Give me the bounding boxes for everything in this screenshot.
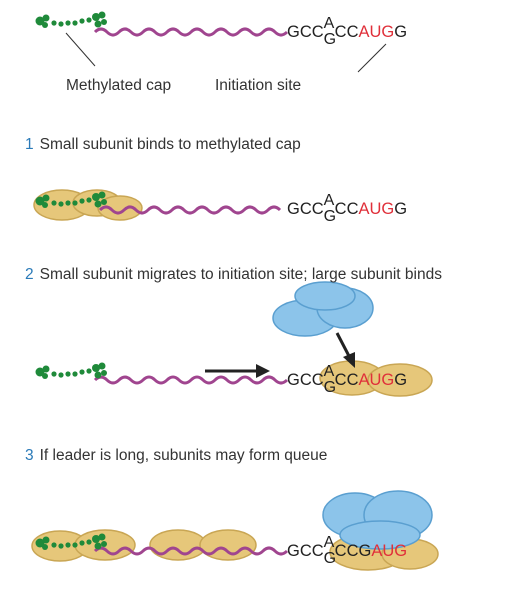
sequence-suffix: G <box>394 200 408 218</box>
sequence-prefix: GCC <box>287 542 324 560</box>
sequence-variant-g: G <box>323 31 337 48</box>
migration-arrow <box>205 364 270 378</box>
step-1-number: 1 <box>25 136 34 153</box>
cap-pointer-line <box>65 32 96 67</box>
sequence-mid: CC <box>334 23 359 41</box>
sequence-mid: CC <box>334 371 359 389</box>
sequence-variant-a: A <box>323 15 335 32</box>
sequence-suffix: G <box>394 371 408 389</box>
small-subunit-step2 <box>319 360 433 397</box>
initiation-site-label: Initiation site <box>215 77 302 94</box>
sequence-variant-g: G <box>323 550 337 567</box>
sequence-variant-g: G <box>323 208 337 225</box>
step-2-text: Small subunit migrates to initiation sit… <box>39 266 442 283</box>
sequence-prefix: GCC <box>287 371 324 389</box>
sequence-variant-g: G <box>323 379 337 396</box>
step-3-number: 3 <box>25 447 34 464</box>
sequence-mid: CCG <box>334 542 372 560</box>
step-3-text: If leader is long, subunits may form que… <box>39 447 328 464</box>
mrna-strand-step1 <box>98 205 282 215</box>
step-1: 1 Small subunit binds to methylated cap <box>25 136 301 154</box>
start-codon: AUG <box>358 371 395 389</box>
start-codon: AUG <box>358 200 395 218</box>
cap-label: Methylated cap <box>66 77 172 94</box>
start-codon: AUG <box>371 542 408 560</box>
methylated-cap-top <box>35 11 107 28</box>
step-3: 3 If leader is long, subunits may form qu… <box>25 447 327 465</box>
sequence-prefix: GCC <box>287 23 324 41</box>
large-subunit-step2 <box>272 281 374 337</box>
mrna-strand-step2 <box>93 375 289 385</box>
step-2: 2 Small subunit migrates to initiation si… <box>25 266 442 284</box>
mrna-strand-top <box>93 27 289 37</box>
large-subunit-queue <box>322 490 433 550</box>
sequence-variant-a: A <box>323 192 335 209</box>
start-codon: AUG <box>358 23 395 41</box>
sequence-variant-a: A <box>323 534 335 551</box>
site-pointer-line <box>357 43 387 73</box>
sequence-variant-a: A <box>323 363 335 380</box>
methylated-cap-step2 <box>35 362 107 379</box>
step-2-number: 2 <box>25 266 34 283</box>
small-subunit-step1 <box>33 189 143 221</box>
small-subunit-queue-2 <box>149 529 257 561</box>
step-1-text: Small subunit binds to methylated cap <box>39 136 301 153</box>
mrna-strand-step3 <box>93 546 289 556</box>
sequence-prefix: GCC <box>287 200 324 218</box>
binding-arrow <box>335 332 355 368</box>
sequence-suffix: G <box>394 23 408 41</box>
sequence-mid: CC <box>334 200 359 218</box>
